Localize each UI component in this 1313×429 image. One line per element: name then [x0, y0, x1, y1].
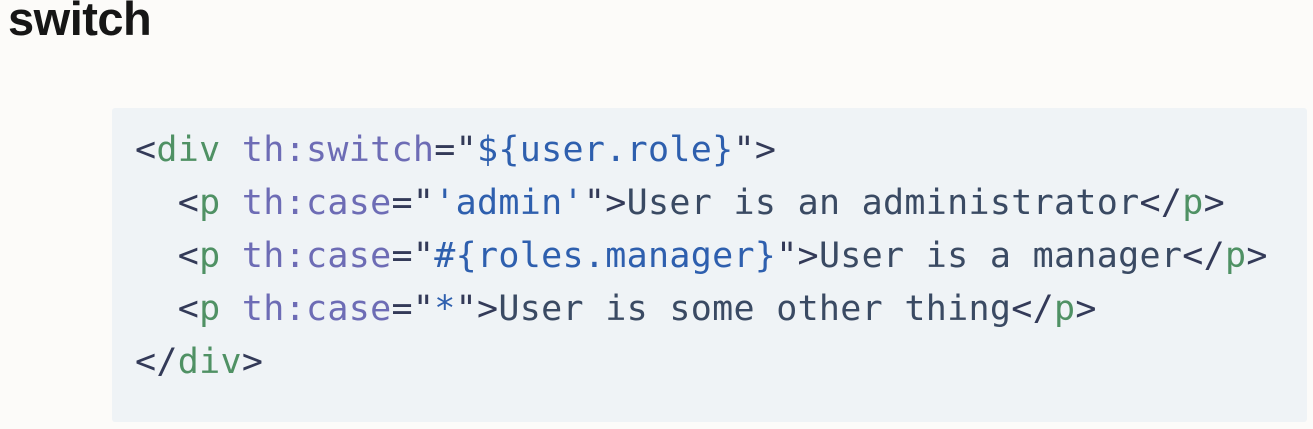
code-token-pln: [221, 289, 242, 329]
code-token-pun: >: [1246, 236, 1268, 276]
code-token-str: 'admin': [434, 183, 584, 223]
code-token-pun: =": [391, 289, 435, 329]
code-token-pun: <: [177, 289, 200, 329]
code-line: <div th:switch="${user.role}">: [135, 124, 1287, 177]
code-token-pun: =": [391, 183, 435, 223]
code-token-tag: p: [199, 183, 221, 223]
code-token-pun: =": [391, 236, 435, 276]
code-token-pun: </: [1182, 236, 1226, 276]
code-token-txt: User is some other thing: [498, 289, 1012, 329]
code-token-pln: [221, 183, 242, 223]
code-token-pln: [221, 130, 242, 170]
code-token-pun: </: [1139, 183, 1183, 223]
code-token-attr: th:case: [241, 183, 392, 223]
code-token-pln: [221, 236, 242, 276]
code-line: <p th:case="#{roles.manager}">User is a …: [135, 230, 1287, 283]
code-token-pun: <: [135, 130, 157, 170]
code-token-pun: =": [434, 130, 477, 170]
code-line: </div>: [135, 336, 1287, 389]
code-token-tag: p: [199, 236, 221, 276]
code-token-str: ${user.role}: [476, 130, 734, 170]
page-heading: switch: [8, 0, 152, 45]
code-token-attr: th:case: [241, 289, 392, 329]
code-token-pun: >: [1203, 183, 1226, 223]
code-token-attr: th:case: [241, 236, 392, 276]
code-token-pun: <: [177, 236, 200, 276]
code-token-pun: </: [135, 342, 178, 382]
code-token-pun: ">: [733, 130, 777, 170]
code-block: <div th:switch="${user.role}"> <p th:cas…: [112, 108, 1307, 422]
code-token-attr: th:switch: [241, 130, 435, 170]
code-token-str: #{roles.manager}: [434, 236, 777, 276]
code-line: <p th:case="*">User is some other thing<…: [135, 283, 1287, 336]
code-token-tag: div: [177, 342, 242, 382]
code-token-pln: [135, 236, 178, 276]
code-token-tag: p: [199, 289, 221, 329]
code-token-pun: ">: [583, 183, 627, 223]
code-token-pun: >: [241, 342, 264, 382]
code-token-pun: </: [1011, 289, 1055, 329]
code-token-pun: <: [177, 183, 200, 223]
code-token-txt: User is a manager: [818, 236, 1183, 276]
code-line: <p th:case="'admin'">User is an administ…: [135, 177, 1287, 230]
code-token-tag: p: [1225, 236, 1247, 276]
code-token-tag: p: [1182, 183, 1204, 223]
code-token-pln: [135, 289, 178, 329]
code-token-str: *: [434, 289, 456, 329]
code-token-tag: div: [156, 130, 221, 170]
code-token-pun: ">: [455, 289, 499, 329]
code-token-pun: >: [1075, 289, 1097, 329]
code-token-tag: p: [1054, 289, 1076, 329]
code-token-pln: [135, 183, 178, 223]
code-token-pun: ">: [776, 236, 819, 276]
code-token-txt: User is an administrator: [626, 183, 1140, 223]
